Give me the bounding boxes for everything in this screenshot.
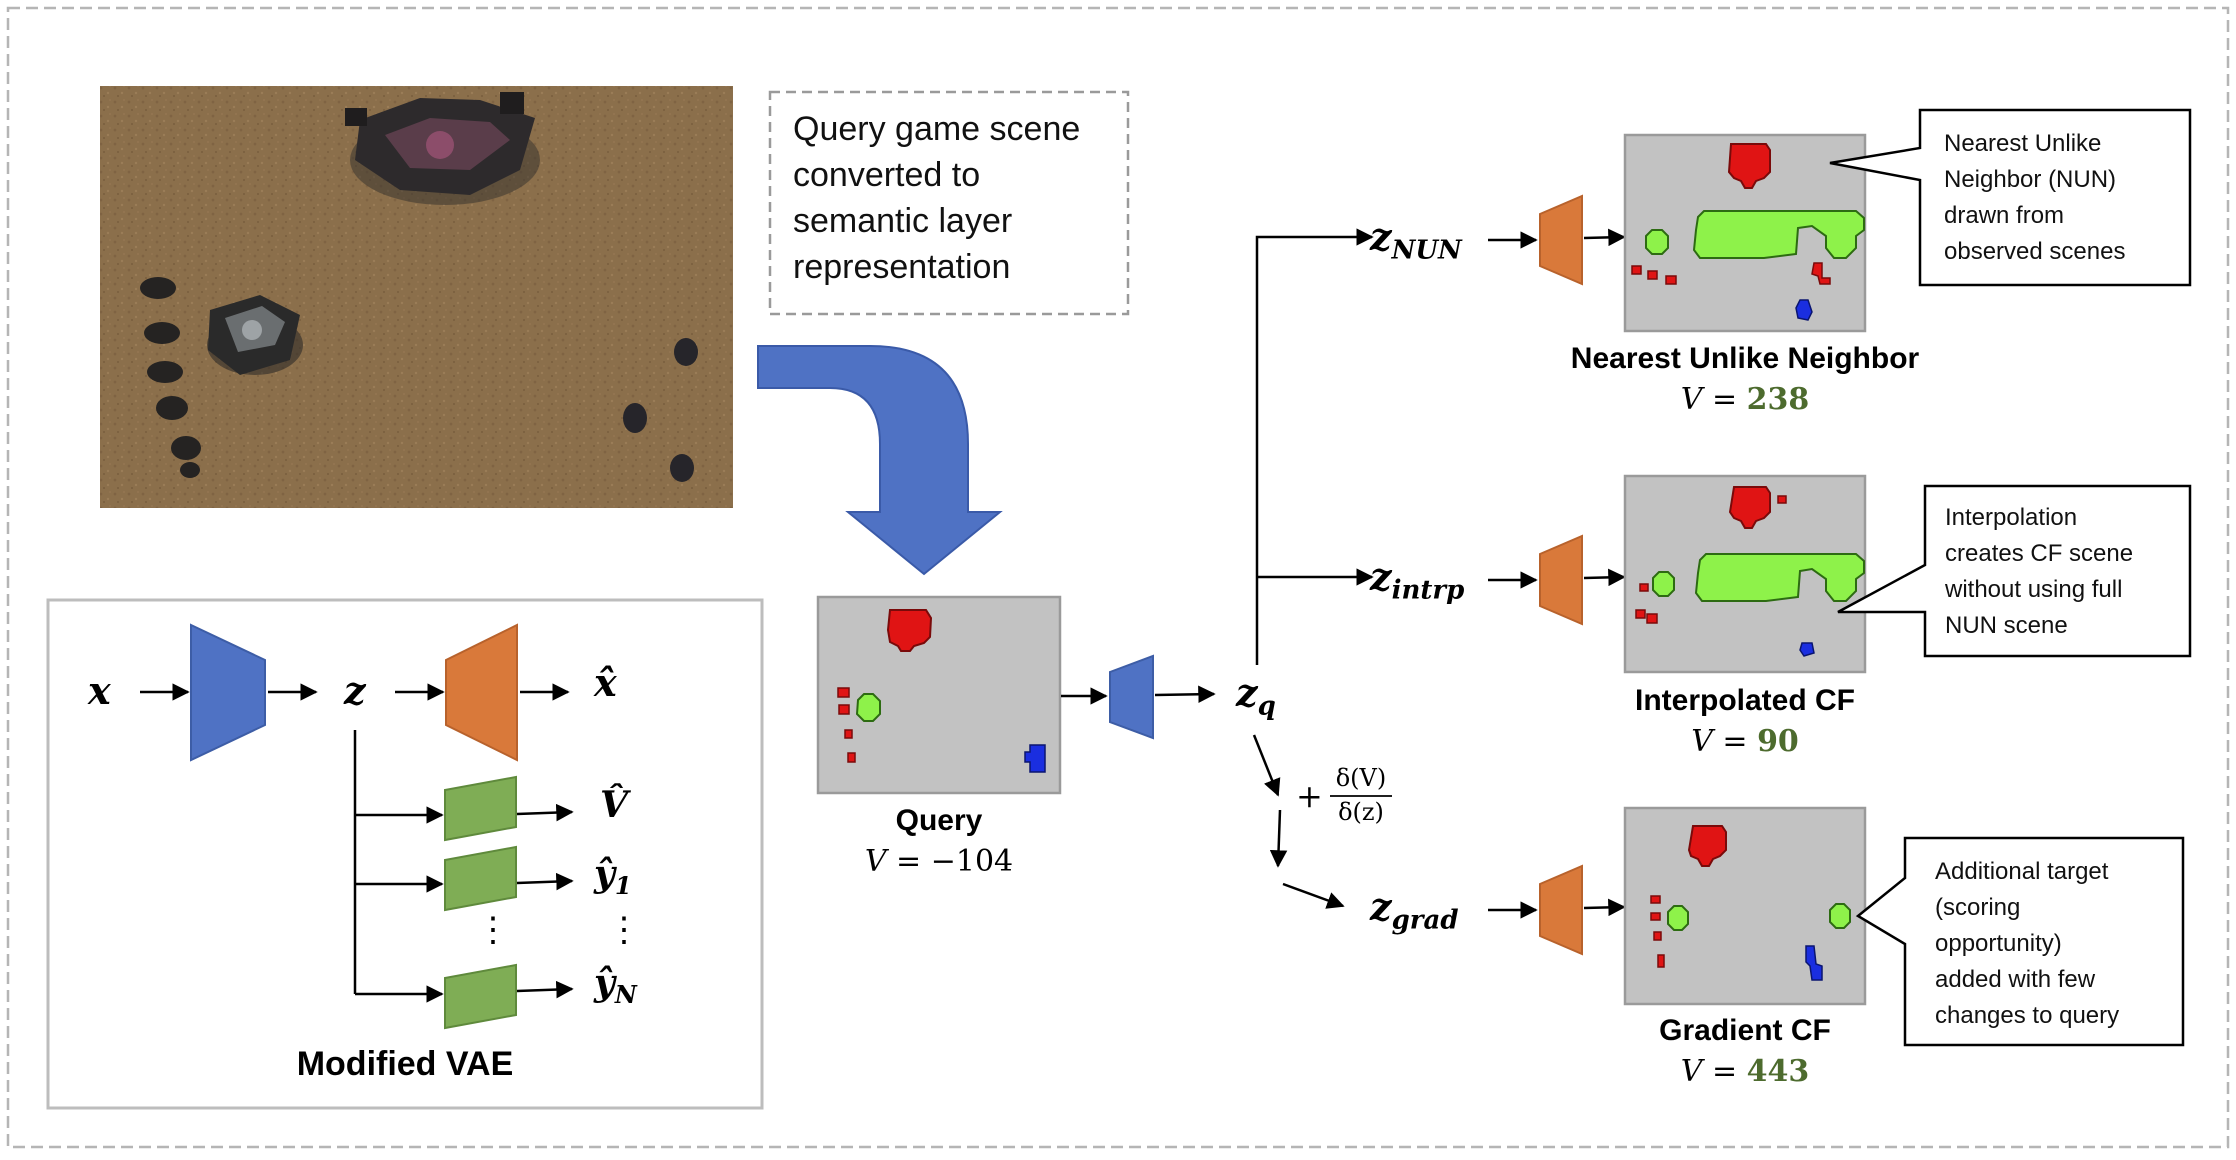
vae-input-label: x [88,668,111,713]
query-note-box [768,90,1130,316]
vae-ellipsis-left: ⋮ [476,910,510,950]
intrp-title: Interpolated CF [1634,684,1855,717]
nun-value-prefix: V = [1680,382,1747,417]
vae-value-head-icon [444,775,517,842]
vae-value-head-label: V̂ [600,784,628,826]
intrp-latent-symbol: z [1370,554,1392,599]
intrp-decoder-icon [1539,534,1583,626]
query-note-line: converted to [793,156,981,194]
intrp-callout-line: Interpolation [1945,504,2078,531]
vae-head-n-subscript: N [614,980,637,1010]
nun-title: Nearest Unlike Neighbor [1570,342,1920,375]
grad-title: Gradient CF [1659,1014,1831,1047]
vae-reconstruction-label: x̂ [594,660,617,705]
vae-head-1-subscript: 1 [614,871,632,901]
grad-latent-subscript: grad [1391,905,1459,936]
query-note-text: Query game scene converted to semantic l… [793,106,1123,290]
nun-decoder-icon [1539,194,1583,286]
nun-callout-line: Neighbor (NUN) [1944,166,2117,193]
query-note-line: Query game scene [793,110,1081,148]
query-latent-subscript: q [1257,691,1276,722]
query-note-line: representation [793,248,1011,286]
grad-callout-line: added with few [1935,966,2096,993]
intrp-value: V = 90 [1525,724,1965,759]
query-encoder-icon [1109,654,1154,740]
vae-arrows [140,683,574,1003]
outer-frame [6,6,2230,1149]
vae-head-n-label: ŷN [594,962,637,1009]
conversion-arrow-icon [757,345,1003,576]
nun-latent-subscript: NUN [1391,235,1462,266]
grad-callout-box [1855,836,2185,1047]
intrp-value-number: 90 [1757,724,1799,759]
intrp-value-prefix: V = [1691,724,1758,759]
vae-latent-label: z [344,668,366,713]
grad-callout-line: Additional target [1935,858,2109,885]
gradient-plus: + [1296,777,1323,815]
branch-arrows [1488,228,1626,919]
vae-head-1-icon [444,845,517,912]
vae-head-n-icon [444,963,517,1030]
game-scene-image [100,86,733,508]
nun-callout-box [1829,108,2192,287]
grad-value-number: 443 [1746,1054,1810,1089]
query-arrows [1061,228,1374,909]
query-scene [816,595,1062,795]
intrp-callout-box [1837,484,2192,658]
query-value-number: −104 [930,844,1014,879]
vae-head-n-symbol: ŷ [594,962,615,1004]
intrp-latent-label: zintrp [1370,554,1464,606]
grad-decoder-icon [1539,864,1583,956]
intrp-callout-text: Interpolation creates CF scene without u… [1925,500,2185,644]
grad-scene [1623,806,1867,1006]
nun-value-number: 238 [1746,382,1810,417]
gradient-numerator: δ(V) [1335,764,1387,792]
grad-value-prefix: V = [1680,1054,1747,1089]
nun-callout-text: Nearest Unlike Neighbor (NUN) drawn from… [1944,126,2184,270]
query-value-prefix: V = [864,844,931,879]
vae-head-1-symbol: ŷ [594,853,615,895]
vae-decoder-icon [445,623,518,762]
grad-value: V = 443 [1525,1054,1965,1089]
game-tank-icon [207,295,303,375]
nun-value: V = 238 [1525,382,1965,417]
nun-scene [1623,133,1867,333]
nun-latent-label: zNUN [1370,214,1462,266]
nun-latent-symbol: z [1370,214,1392,259]
query-title: Query [895,804,983,837]
game-units-left-icon [140,277,201,478]
grad-callout-line: opportunity) [1935,930,2062,957]
game-units-right-icon [623,338,698,482]
intrp-callout-line: without using full [1945,576,2123,603]
intrp-latent-subscript: intrp [1391,575,1465,606]
nun-callout-line: drawn from [1944,202,2065,229]
grad-latent-label: zgrad [1370,884,1459,936]
query-value: V = −104 [818,844,1060,879]
query-note-line: semantic layer [793,202,1013,240]
vae-title: Modified VAE [296,1045,514,1083]
intrp-callout-line: NUN scene [1945,612,2068,639]
grad-callout-text: Additional target (scoring opportunity) … [1935,854,2175,1034]
vae-encoder-icon [190,623,266,762]
vae-box [46,598,764,1110]
intrp-callout-line: creates CF scene [1945,540,2134,567]
vae-ellipsis-right: ⋮ [607,910,641,950]
grad-callout-line: changes to query [1935,1002,2120,1029]
gradient-denominator: δ(z) [1338,798,1384,826]
query-latent-symbol: z [1236,670,1258,715]
game-structure-icon [345,92,540,205]
nun-callout-line: Nearest Unlike [1944,130,2102,157]
nun-callout-line: observed scenes [1944,238,2126,265]
query-latent-label: zq [1236,670,1276,722]
vae-head-1-label: ŷ1 [594,853,632,900]
grad-latent-symbol: z [1370,884,1392,929]
grad-callout-line: (scoring [1935,894,2021,921]
intrp-scene [1623,474,1867,674]
